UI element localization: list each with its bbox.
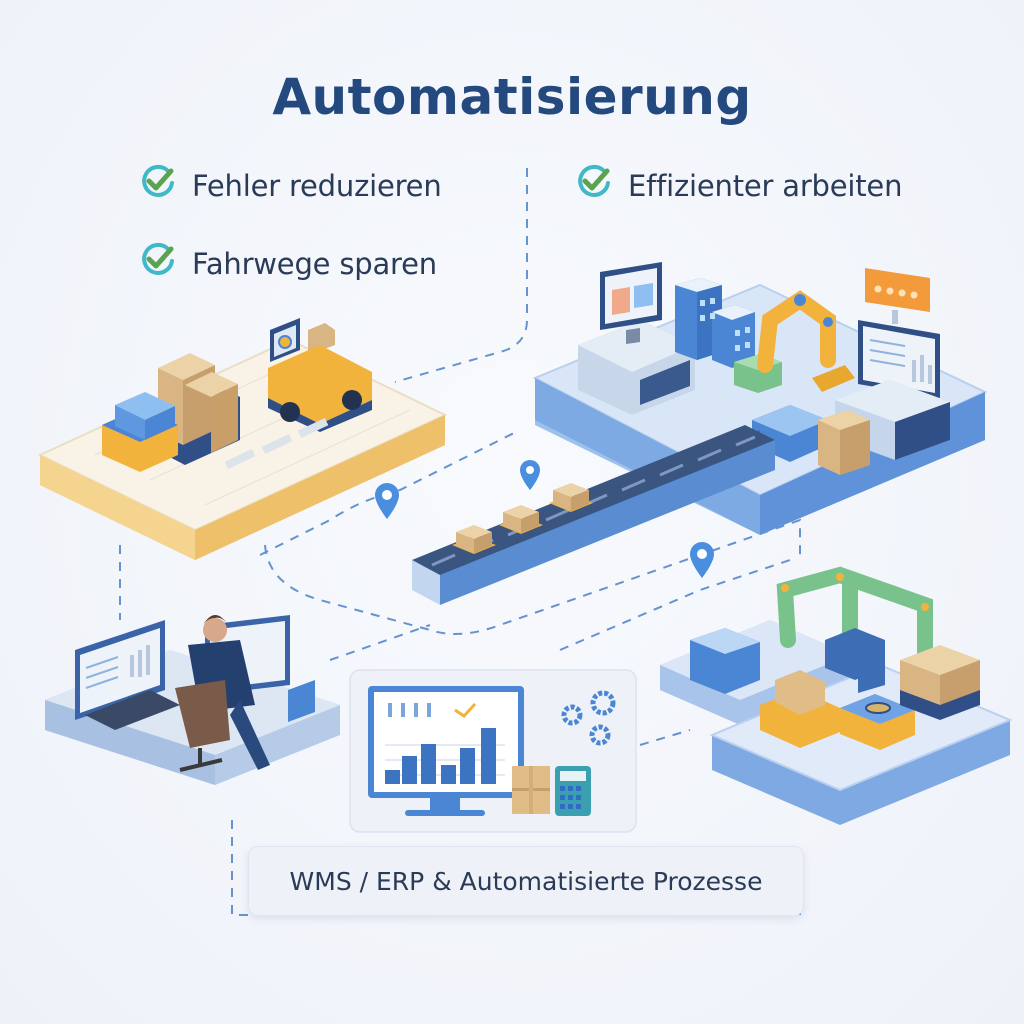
map-pin-icon — [375, 483, 399, 519]
benefit-label: Fehler reduzieren — [192, 168, 442, 203]
monitor-right — [858, 320, 940, 398]
monitor-left — [600, 262, 662, 344]
office-desk — [45, 615, 340, 785]
benefit-item-fahrwege: Fahrwege sparen — [138, 240, 437, 287]
package-box — [512, 766, 550, 814]
benefit-label: Fahrwege sparen — [192, 246, 437, 281]
benefit-item-effizienter: Effizienter arbeiten — [574, 162, 902, 209]
forklift — [268, 318, 372, 432]
check-circle-icon — [574, 162, 614, 209]
map-pin-icon — [520, 460, 540, 490]
benefit-label: Effizienter arbeiten — [628, 168, 903, 203]
page-title: Automatisierung — [272, 68, 752, 126]
conveyor-belt — [412, 425, 775, 605]
benefit-item-fehler: Fehler reduzieren — [138, 162, 442, 209]
wms-erp-label: WMS / ERP & Automatisierte Prozesse — [248, 846, 804, 916]
calculator-icon — [555, 766, 591, 816]
dashboard-monitor — [368, 686, 524, 816]
robot-cell — [660, 566, 1013, 825]
map-pin-icons — [375, 460, 714, 578]
robot-arm-orange — [757, 290, 855, 392]
warehouse-platform — [37, 318, 448, 560]
check-circle-icon — [138, 240, 178, 287]
check-circle-icon — [138, 162, 178, 209]
gear-icons — [561, 690, 616, 746]
map-pin-icon — [690, 542, 714, 578]
conveyor-packages — [452, 483, 593, 554]
wms-dashboard-panel — [349, 669, 637, 833]
person — [175, 615, 270, 772]
